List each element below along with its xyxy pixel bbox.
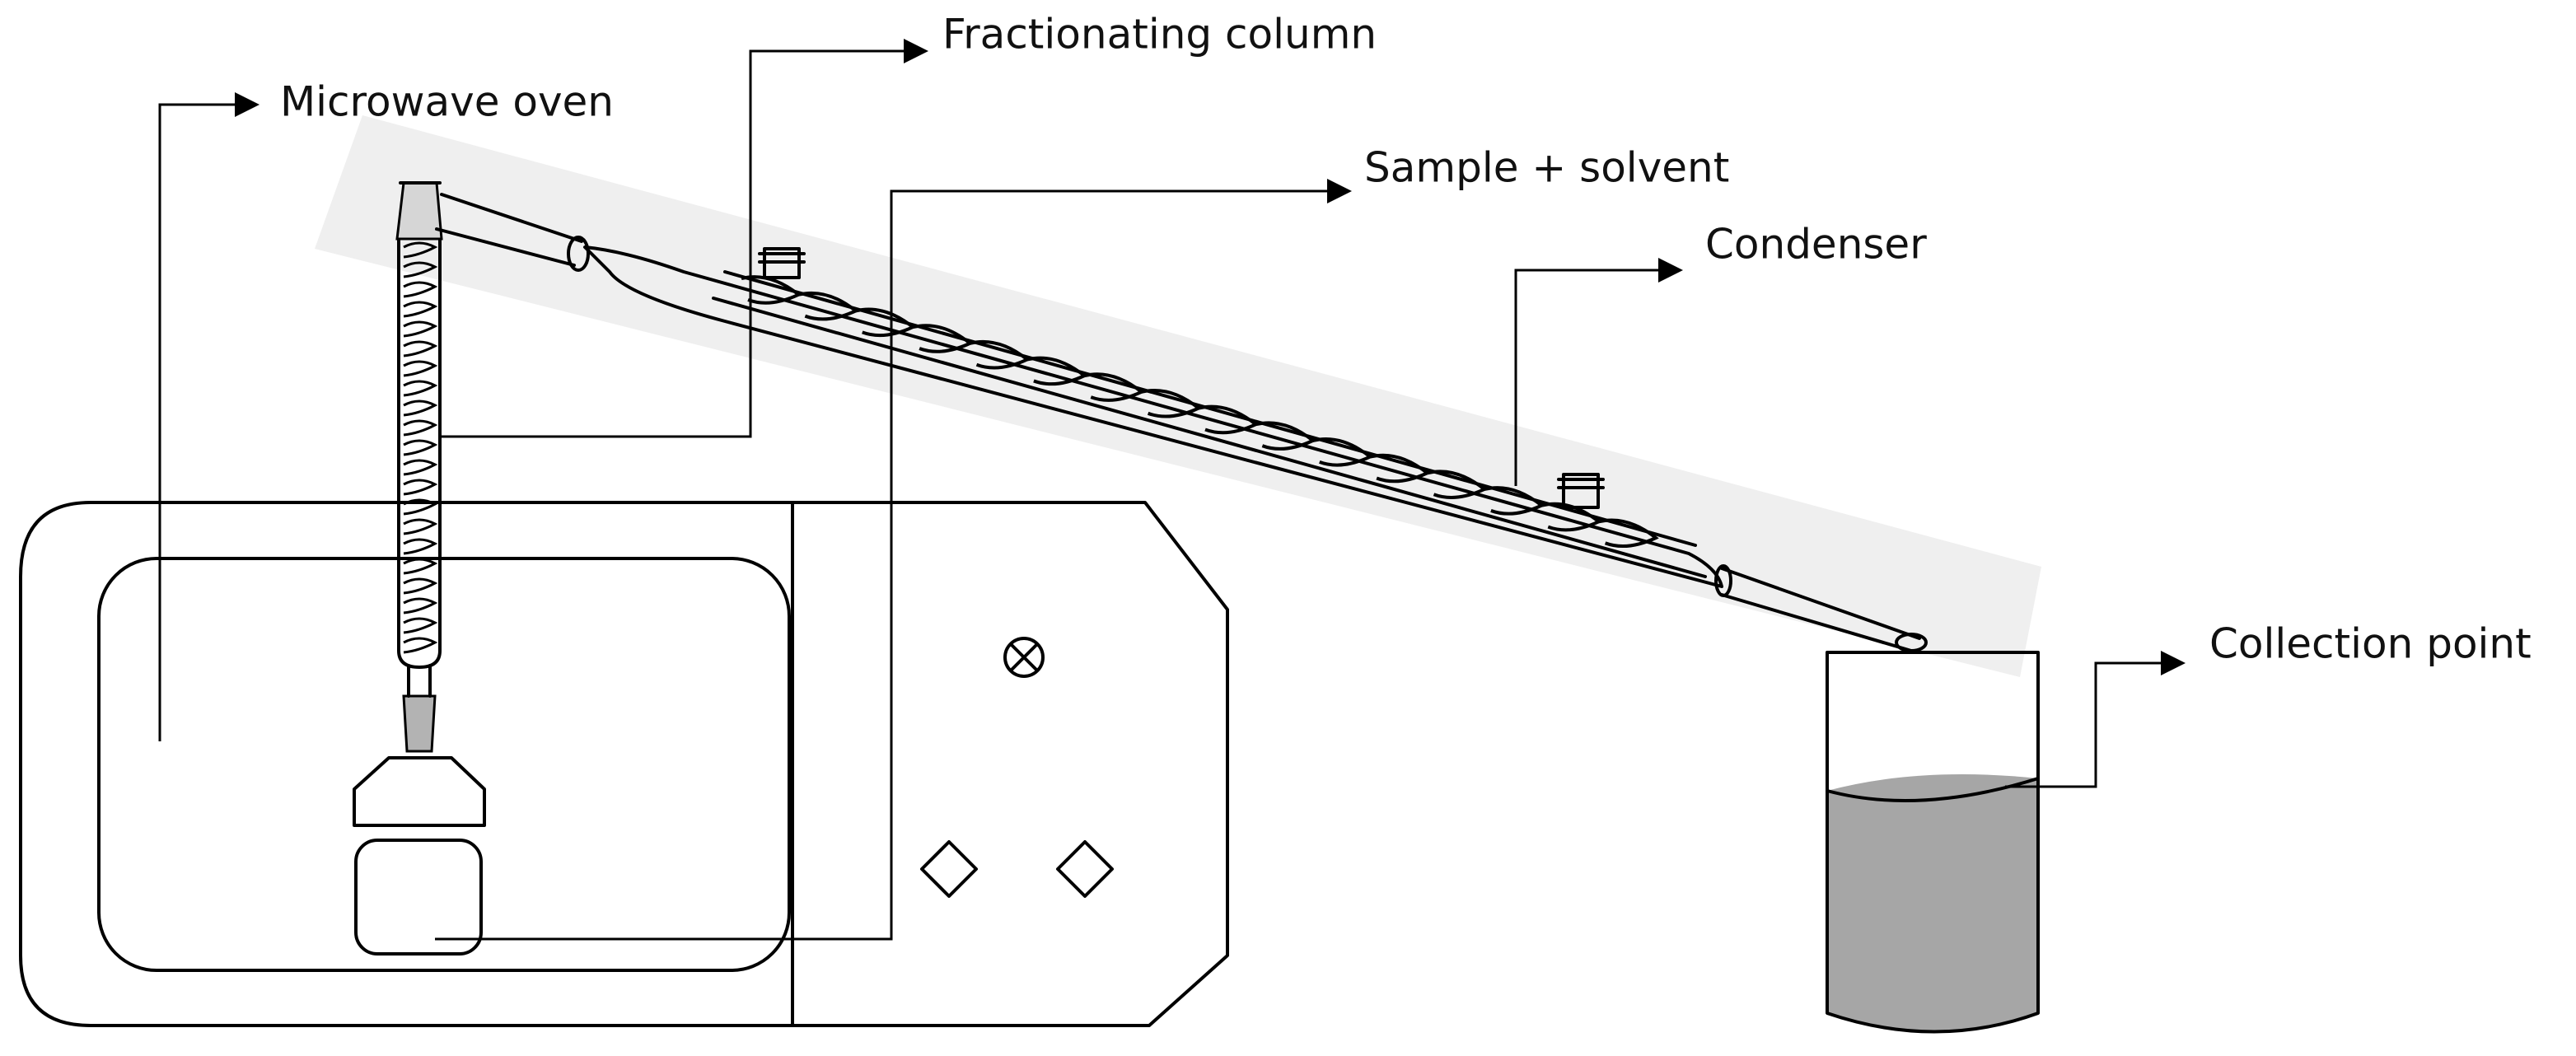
collection-beaker <box>1826 651 2040 1034</box>
coil-turn <box>403 479 438 496</box>
condenser-outlet-ring <box>1714 564 1732 597</box>
coil-turn <box>403 558 438 575</box>
condenser-water-outlet <box>1557 473 1605 509</box>
condenser-jacket <box>583 245 1723 588</box>
coil-turn <box>403 380 438 397</box>
label-microwave-oven: Microwave oven <box>280 78 614 126</box>
flask-neck-adapter <box>353 756 486 827</box>
coil-turn <box>403 637 438 654</box>
oven-window <box>97 557 791 972</box>
leader-condenser <box>1514 258 1683 486</box>
flask-body <box>354 839 483 956</box>
coil-turn <box>403 498 438 516</box>
leader-fractionating-column <box>440 39 928 438</box>
coil-turn <box>1598 518 1659 548</box>
condenser <box>435 193 1928 652</box>
coil-turn <box>403 301 438 318</box>
diamond-icon <box>1056 840 1114 898</box>
column-coil <box>403 241 438 654</box>
condenser-inlet-tube-top <box>440 193 583 243</box>
coil-turn <box>403 320 438 338</box>
condenser-outlet-tube-top <box>1720 567 1921 640</box>
coil-turn <box>403 538 438 555</box>
oven-cabinet <box>19 501 794 1027</box>
label-collection-point: Collection point <box>2209 620 2532 668</box>
column-bottom-joint <box>402 694 437 753</box>
label-sample-solvent: Sample + solvent <box>1364 144 1729 192</box>
coil-turn <box>403 400 438 417</box>
coil-turn <box>403 340 438 357</box>
leader-collection-point <box>2005 651 2186 788</box>
column-tube <box>397 237 442 669</box>
coil-turn <box>403 577 438 595</box>
column-top-joint <box>395 181 443 241</box>
circle-x-icon <box>1003 637 1045 678</box>
condenser-joint-ring <box>567 236 590 272</box>
coil-turn <box>403 459 438 476</box>
coil-turn <box>741 275 802 305</box>
label-fractionating-column: Fractionating column <box>942 11 1377 58</box>
coil-turn <box>403 617 438 634</box>
coil-turn <box>403 360 438 377</box>
coil-turn <box>403 439 438 456</box>
coil-turn <box>403 597 438 614</box>
condenser-inlet-tube-bottom <box>435 227 576 267</box>
coil-turn <box>403 419 438 437</box>
control-panel <box>791 501 1229 1027</box>
coil-turn <box>403 518 438 535</box>
sample-flask <box>353 756 486 956</box>
fractionating-column <box>395 181 443 753</box>
beaker-outline <box>1826 651 2040 1034</box>
coil-turn <box>403 261 438 278</box>
leader-microwave-oven <box>158 92 259 741</box>
condenser-outlet-tube-bottom <box>1720 593 1913 652</box>
coil-turn <box>403 241 438 259</box>
leader-sample-solvent <box>435 179 1352 941</box>
liquid <box>1827 774 2038 1032</box>
diamond-icon <box>920 840 978 898</box>
condenser-water-inlet <box>758 247 806 279</box>
coil-turn <box>403 281 438 298</box>
label-condenser: Condenser <box>1705 221 1927 269</box>
microwave-oven <box>19 501 1229 1027</box>
condenser-coil <box>741 275 1659 548</box>
